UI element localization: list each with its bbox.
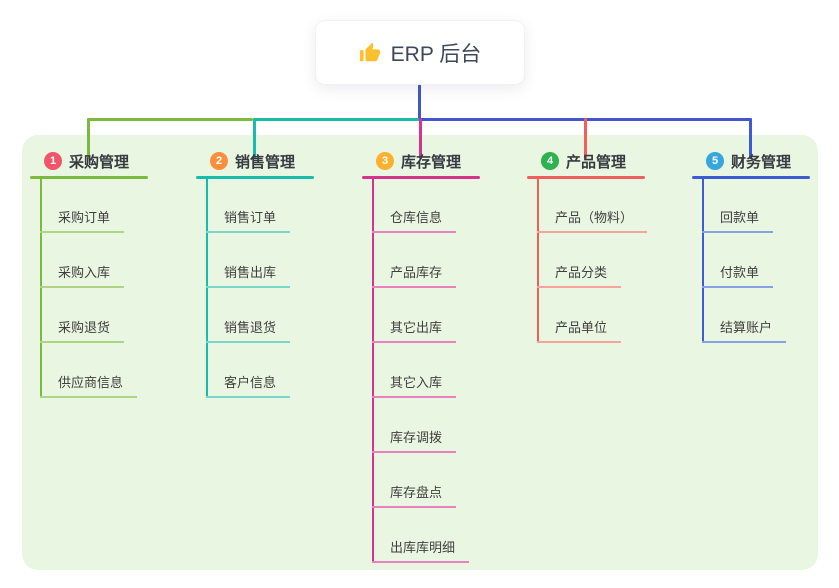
child-node[interactable]: 回款单 [702,205,774,233]
branch-2: 2 销售管理销售订单销售出库销售退货客户信息 [196,146,314,398]
branch-title[interactable]: 5 财务管理 [692,146,810,176]
child-node[interactable]: 出库库明细 [372,535,470,563]
branch-underline [692,176,810,179]
child-node[interactable]: 采购订单 [40,205,125,233]
branch-number-badge: 5 [706,152,724,170]
branch-title[interactable]: 1 采购管理 [30,146,148,176]
child-node[interactable]: 其它入库 [372,370,457,398]
branch-drop-line [253,117,256,159]
thumbs-up-icon [359,42,380,61]
branch-drop-line [584,117,587,159]
child-node[interactable]: 产品分类 [537,260,622,288]
branch-vertical-line [372,179,374,563]
child-node[interactable]: 销售退货 [206,315,291,343]
branch-drop-line [419,117,422,159]
branch-label: 产品管理 [566,153,627,171]
branch-vertical-line [40,179,42,398]
branch-label: 采购管理 [69,153,130,171]
branch-number-badge: 3 [376,152,394,170]
branch-title[interactable]: 2 销售管理 [196,146,314,176]
child-node[interactable]: 销售出库 [206,260,291,288]
branches-panel [22,135,818,570]
child-node[interactable]: 产品单位 [537,315,622,343]
trunk-segment-left [87,117,253,121]
child-node[interactable]: 产品（物料） [537,205,648,233]
child-node[interactable]: 库存盘点 [372,480,457,508]
branch-number-badge: 2 [210,152,228,170]
root-node[interactable]: ERP 后台 [315,20,525,85]
branch-1: 1 采购管理采购订单采购入库采购退货供应商信息 [30,146,148,398]
branch-drop-line [749,117,752,159]
trunk-segment-mid [253,117,419,121]
branch-label: 销售管理 [235,153,296,171]
root-label: ERP 后台 [390,42,482,66]
child-node[interactable]: 供应商信息 [40,370,138,398]
branch-underline [527,176,645,179]
branch-underline [196,176,314,179]
child-node[interactable]: 采购退货 [40,315,125,343]
child-node[interactable]: 客户信息 [206,370,291,398]
branch-number-badge: 1 [44,152,62,170]
branch-title[interactable]: 3 库存管理 [362,146,480,176]
branch-vertical-line [206,179,208,398]
branch-label: 库存管理 [401,153,462,171]
branch-label: 财务管理 [731,153,792,171]
child-node[interactable]: 采购入库 [40,260,125,288]
branch-underline [362,176,480,179]
child-node[interactable]: 库存调拨 [372,425,457,453]
branch-5: 5 财务管理回款单付款单结算账户 [692,146,810,343]
child-node[interactable]: 结算账户 [702,315,787,343]
root-drop-line [417,83,421,121]
branch-3: 3 库存管理仓库信息产品库存其它出库其它入库库存调拨库存盘点出库库明细 [362,146,480,563]
branch-vertical-line [702,179,704,343]
child-node[interactable]: 付款单 [702,260,774,288]
child-node[interactable]: 产品库存 [372,260,457,288]
branch-vertical-line [537,179,539,343]
branch-title[interactable]: 4 产品管理 [527,146,645,176]
branch-underline [30,176,148,179]
branch-number-badge: 4 [541,152,559,170]
child-node[interactable]: 销售订单 [206,205,291,233]
child-node[interactable]: 其它出库 [372,315,457,343]
child-node[interactable]: 仓库信息 [372,205,457,233]
branch-drop-line [87,117,90,159]
branch-4: 4 产品管理产品（物料） 产品分类产品单位 [527,146,648,343]
